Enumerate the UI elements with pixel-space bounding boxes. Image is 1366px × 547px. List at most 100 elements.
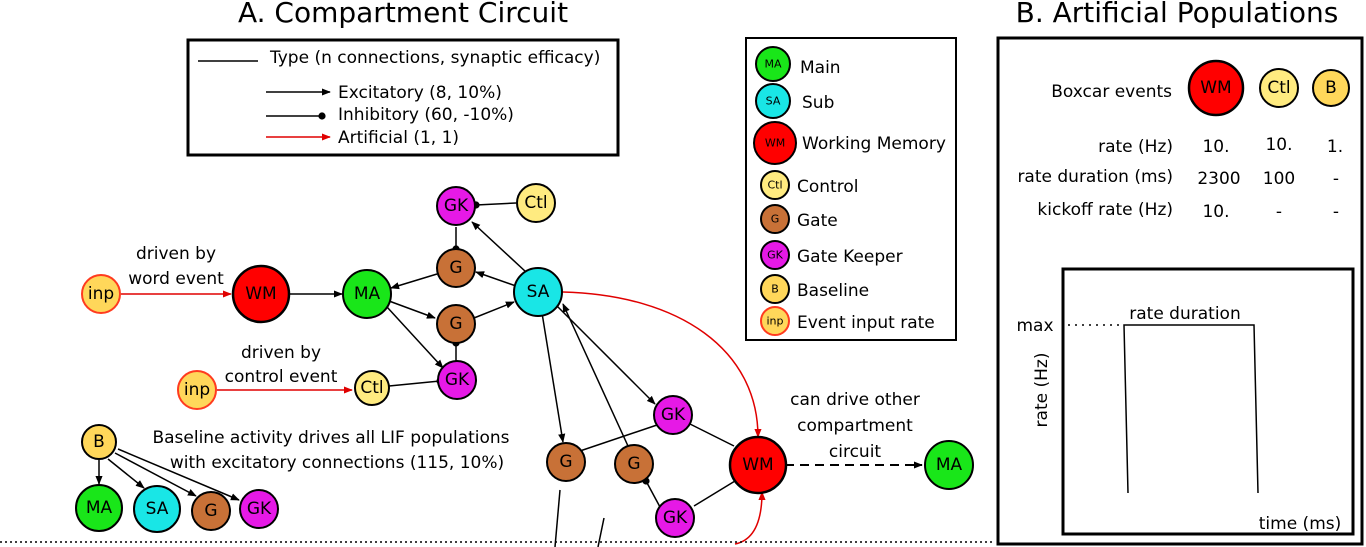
legend-label-sub: Sub <box>802 93 834 113</box>
legend-item-main: MA Main <box>755 46 841 82</box>
node-inp-word: inp <box>81 274 121 314</box>
edge-sa-gk1 <box>471 221 527 273</box>
node-ctl-top: Ctl <box>516 183 556 223</box>
legend-node-inp: inp <box>766 315 783 328</box>
parameter-table: rate (Hz) 10. 10. 1. rate duration (ms) … <box>1017 135 1343 222</box>
edge-offscreen-g3 <box>554 489 561 547</box>
edge-gk3-wm <box>689 423 735 447</box>
node-g1: G <box>436 248 476 288</box>
node-label: Ctl <box>360 378 383 398</box>
node-gk-top: GK <box>436 186 476 226</box>
plot-ylabel: rate (Hz) <box>1032 353 1052 428</box>
node-label: MA <box>354 284 381 304</box>
legend-node-sa: SA <box>766 95 781 108</box>
node-sa-baseline: SA <box>133 485 181 533</box>
legend-inhibitory: Inhibitory (60, -10%) <box>338 105 514 125</box>
boxcar-node-ctl: Ctl <box>1259 68 1299 108</box>
node-wm-circuit: WM <box>728 435 788 495</box>
edge-b-gk <box>117 448 240 501</box>
edge-b-sa <box>107 458 145 489</box>
cell-duration-ctl: 100 <box>1263 169 1295 189</box>
annotation-baseline-2: with excitatory connections (115, 10%) <box>170 453 504 473</box>
boxcar-node-b: B <box>1312 69 1350 107</box>
node-inp-control: inp <box>177 370 217 410</box>
boxcar-plot: max rate duration rate (Hz) time (ms) <box>1016 267 1355 536</box>
legend-item-gate-keeper: GK Gate Keeper <box>760 240 903 270</box>
node-label: GK <box>247 499 272 519</box>
legend-header: Type (n connections, synaptic efficacy) <box>269 48 600 68</box>
edge-ma-gk2 <box>386 306 444 369</box>
rate-duration-label: rate duration <box>1129 304 1240 324</box>
legend-item-baseline: B Baseline <box>760 274 869 304</box>
legend-node-ma: MA <box>764 58 781 71</box>
legend-node-b: B <box>771 283 779 296</box>
legend-item-control: Ctl Control <box>760 170 858 200</box>
edge-gk3-g3 <box>570 424 658 457</box>
node-g2: G <box>436 304 476 344</box>
node-label: SA <box>527 282 550 302</box>
annotations: driven by word event driven by control e… <box>128 244 920 473</box>
cell-rate-wm: 10. <box>1202 137 1229 157</box>
edge-ctl-gk2 <box>388 377 444 387</box>
node-gk-bottom: GK <box>655 498 695 538</box>
plot-xlabel: time (ms) <box>1259 514 1342 534</box>
node-label: GK <box>444 196 469 216</box>
panel-b-frame <box>996 36 1364 546</box>
cell-kickoff-ctl: - <box>1276 202 1282 222</box>
edge-g2-sa <box>473 301 515 319</box>
edge-sa-gk3 <box>555 304 656 405</box>
legend-item-input: inp Event input rate <box>760 306 935 336</box>
node-label: SA <box>146 499 169 519</box>
node-label: WM <box>245 284 276 304</box>
cell-duration-wm: 2300 <box>1197 169 1240 189</box>
node-g3: G <box>546 442 586 482</box>
legend-label-baseline: Baseline <box>797 281 869 301</box>
node-label: MA <box>86 498 113 518</box>
cell-rate-b: 1. <box>1327 137 1343 157</box>
node-label: G <box>449 258 462 278</box>
node-b-baseline: B <box>81 424 117 460</box>
panel-b-title: B. Artificial Populations <box>1016 0 1339 29</box>
circuit-nodes: inp WM MA GK Ctl G G SA <box>75 183 974 538</box>
annotation-can-drive-2: compartment <box>797 416 913 436</box>
legend-artificial: Artificial (1, 1) <box>338 128 459 148</box>
edge-gk4-wm <box>693 480 736 507</box>
row-label-rate: rate (Hz) <box>1098 137 1173 157</box>
connection-legend: Type (n connections, synaptic efficacy) … <box>186 38 620 157</box>
max-label: max <box>1016 316 1053 336</box>
node-label: GK <box>661 405 686 425</box>
node-label: Ctl <box>1267 78 1290 98</box>
node-label: GK <box>663 508 688 528</box>
annotation-driven-word-2: word event <box>128 269 224 289</box>
cell-rate-ctl: 10. <box>1265 135 1292 155</box>
edge-offscreen-wm-artificial <box>734 491 766 545</box>
node-label: inp <box>184 380 210 400</box>
node-gk-mid: GK <box>437 360 477 400</box>
annotation-driven-control-1: driven by <box>241 343 321 363</box>
boxcar-curve <box>1123 324 1259 494</box>
cell-kickoff-b: - <box>1333 202 1339 222</box>
edge-ctl-gk1 <box>472 201 517 209</box>
legend-label-gate: Gate <box>797 211 838 231</box>
edge-g1-ma <box>390 273 438 290</box>
legend-label-control: Control <box>797 177 858 197</box>
legend-item-gate: G Gate <box>760 204 838 234</box>
node-gk-right: GK <box>653 395 693 435</box>
legend-node-ctl: Ctl <box>767 179 782 192</box>
legend-item-sub: SA Sub <box>755 83 834 119</box>
row-label-rate-duration: rate duration (ms) <box>1017 167 1173 187</box>
annotation-driven-word-1: driven by <box>136 244 216 264</box>
node-label: Ctl <box>524 193 547 213</box>
legend-item-working-memory: WM Working Memory <box>753 121 946 165</box>
annotation-can-drive-3: circuit <box>829 442 882 462</box>
node-legend: MA Main SA Sub WM Working Memory Ctl Con… <box>745 37 957 341</box>
node-label: WM <box>742 455 773 475</box>
node-ma-baseline: MA <box>75 484 123 532</box>
panel-a-title: A. Compartment Circuit <box>238 0 568 29</box>
annotation-can-drive-1: can drive other <box>790 390 920 410</box>
circuit-edges <box>95 201 923 547</box>
node-ma: MA <box>342 269 392 319</box>
node-label: G <box>449 314 462 334</box>
boxcar-label: Boxcar events <box>1051 82 1172 102</box>
